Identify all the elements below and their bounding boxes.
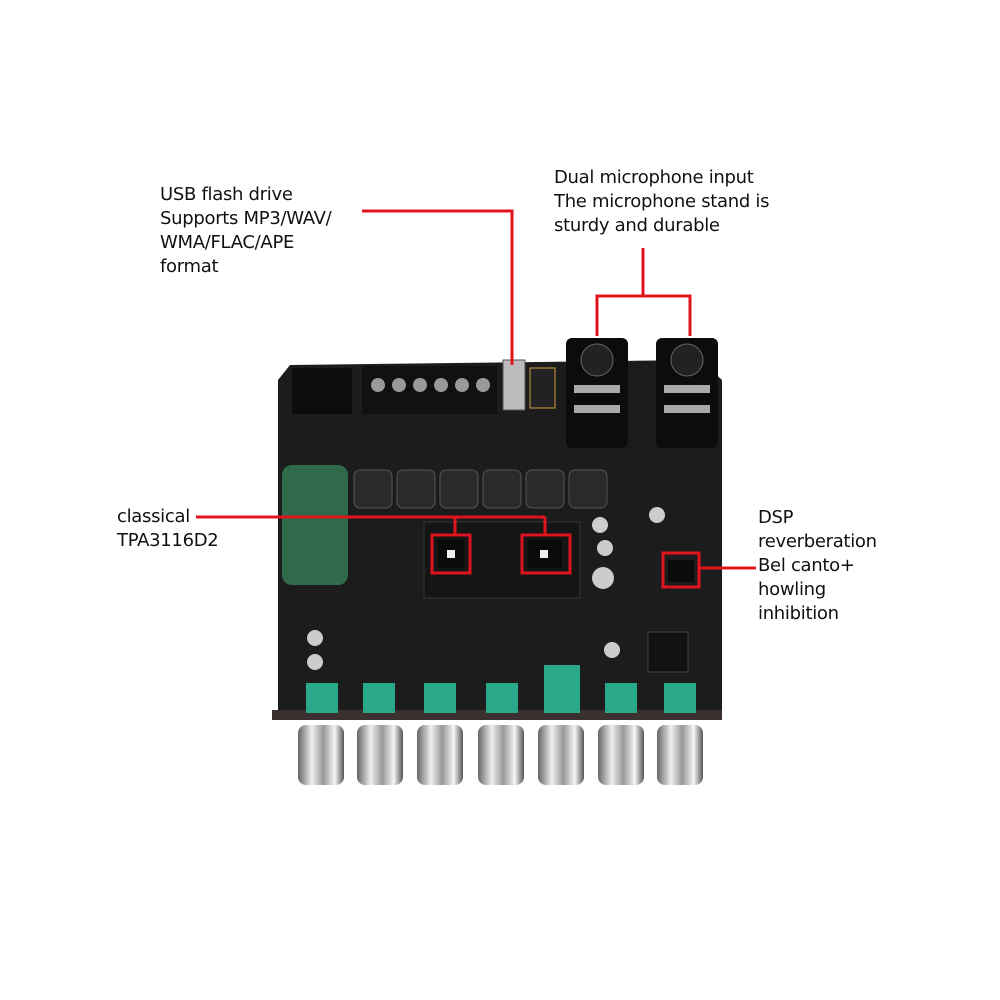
- microphone-jack-1: [566, 338, 628, 448]
- electrolytic-capacitor: [282, 465, 348, 585]
- speaker-terminal: [362, 366, 497, 414]
- dc-power-jack: [292, 368, 352, 414]
- amp-chip-1-highlight: [430, 533, 472, 575]
- amp-line-1: classical: [117, 506, 190, 527]
- amp-chip-2-highlight: [520, 533, 572, 575]
- dsp-line-2: reverberation: [758, 531, 877, 552]
- inductors: [353, 469, 608, 509]
- amp-annotation: classical TPA3116D2: [117, 505, 219, 553]
- dsp-line-3: Bel canto+: [758, 555, 855, 576]
- usb-callout-line: [362, 209, 514, 365]
- volume-knobs: [298, 725, 703, 785]
- aux-jack: [529, 367, 556, 409]
- callout-lines: [196, 209, 756, 589]
- mic-line-1: Dual microphone input: [554, 167, 754, 188]
- dsp-highlight: [661, 551, 701, 589]
- dsp-chip: [668, 560, 694, 582]
- usb-port: [502, 359, 526, 411]
- mic-line-3: sturdy and durable: [554, 215, 720, 236]
- usb-line-2: Supports MP3/WAV/: [160, 208, 332, 229]
- front-panel: [272, 710, 722, 720]
- amp-line-2: TPA3116D2: [117, 530, 219, 551]
- dsp-line-4: howling: [758, 579, 826, 600]
- bluetooth-chip: [647, 631, 689, 673]
- dsp-line-5: inhibition: [758, 603, 839, 624]
- usb-line-1: USB flash drive: [160, 184, 293, 205]
- potentiometers: [306, 665, 696, 713]
- usb-annotation: USB flash drive Supports MP3/WAV/ WMA/FL…: [160, 183, 332, 279]
- dsp-annotation: DSP reverberation Bel canto+ howling inh…: [758, 506, 877, 626]
- usb-line-4: format: [160, 256, 219, 277]
- dsp-line-1: DSP: [758, 507, 794, 528]
- usb-line-3: WMA/FLAC/APE: [160, 232, 295, 253]
- mic-line-2: The microphone stand is: [554, 191, 770, 212]
- microphone-jack-2: [656, 338, 718, 448]
- mic-annotation: Dual microphone input The microphone sta…: [554, 166, 770, 238]
